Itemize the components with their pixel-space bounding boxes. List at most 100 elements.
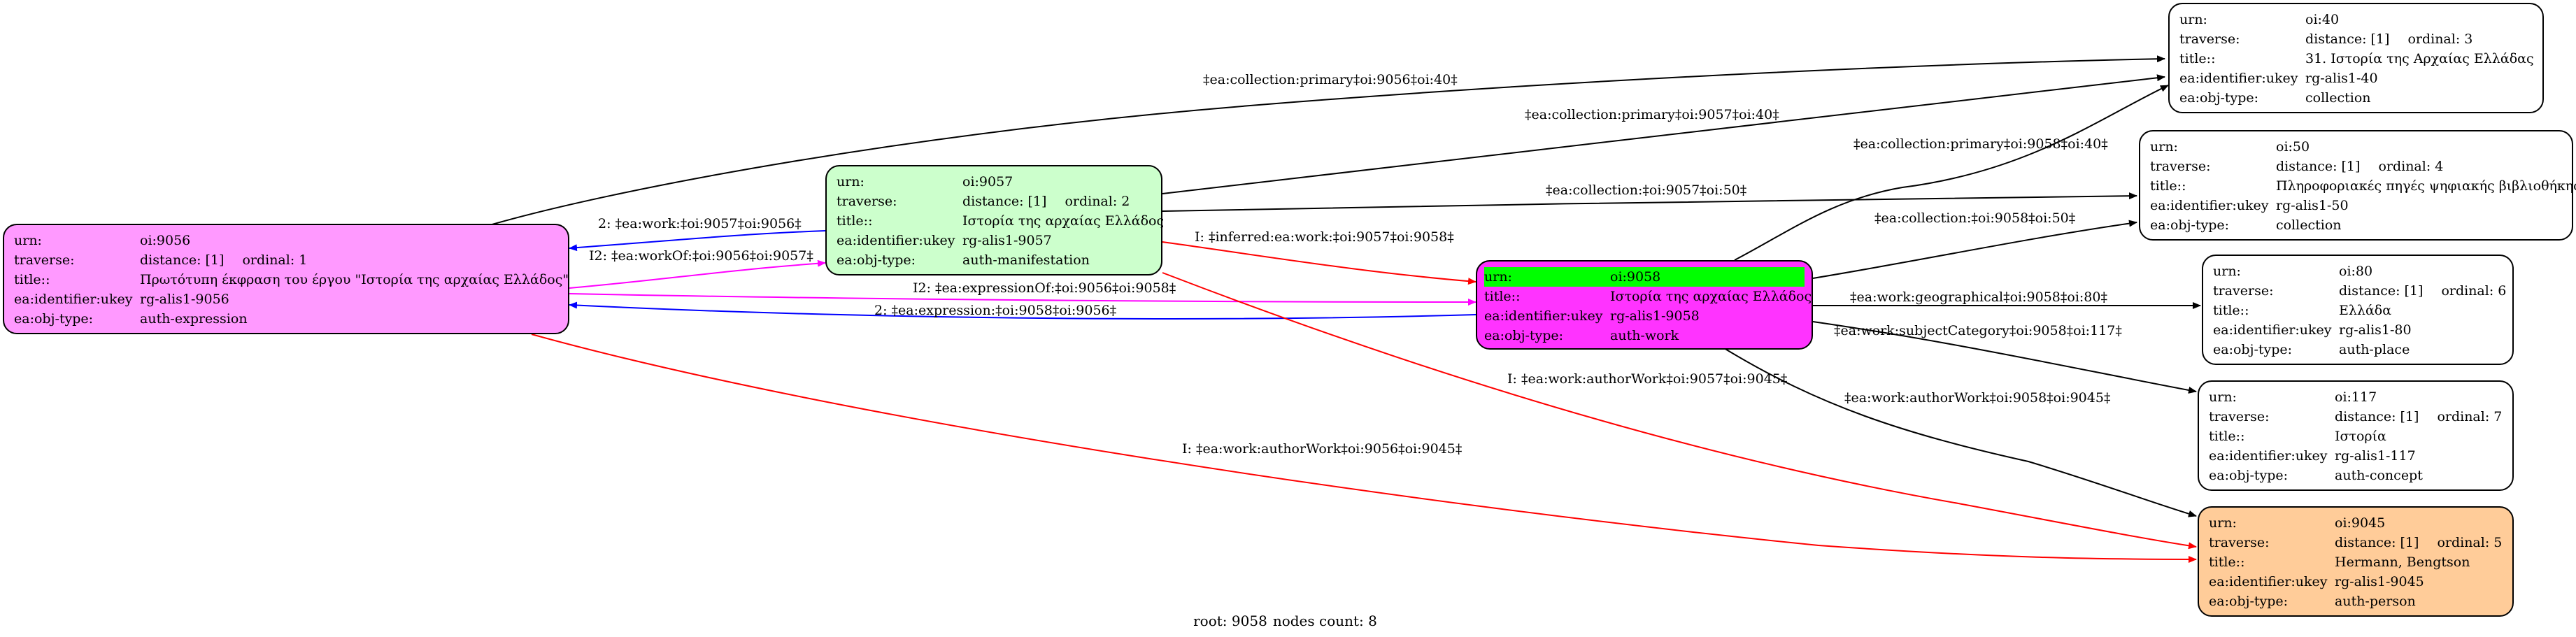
field-key: ea:obj-type: xyxy=(2213,342,2293,357)
node-urn: oi:9058 xyxy=(1610,269,1661,285)
node-ordinal: ordinal: 4 xyxy=(2378,159,2444,174)
edge-label: I: ‡inferred:ea:work:‡oi:9057‡oi:9058‡ xyxy=(1195,229,1454,245)
node-urn: oi:9057 xyxy=(962,174,1013,189)
node-oi-50[interactable]: urn:oi:50 traverse:distance: [1]ordinal:… xyxy=(2139,130,2576,241)
edge-label: I: ‡ea:work:authorWork‡oi:9056‡oi:9045‡ xyxy=(1182,441,1462,457)
node-oi-9045[interactable]: urn:oi:9045 traverse:distance: [1]ordina… xyxy=(2198,506,2514,617)
node-oi-9058[interactable]: urn: oi:9058 title::Ιστορία της αρχαίας Ε… xyxy=(1476,260,1813,350)
field-key: traverse: xyxy=(2213,283,2274,299)
node-urn: oi:80 xyxy=(2339,264,2373,279)
edge-label: I: ‡ea:work:authorWork‡oi:9057‡oi:9045‡ xyxy=(1507,371,1787,387)
node-count-label: nodes count: 8 xyxy=(1272,613,1377,629)
node-ordinal: ordinal: 3 xyxy=(2407,31,2473,47)
node-objtype: auth-manifestation xyxy=(962,252,1090,268)
field-key: title:: xyxy=(2179,51,2216,66)
edge-line xyxy=(1812,220,2137,279)
node-urn: oi:40 xyxy=(2305,12,2340,27)
node-urn: oi:117 xyxy=(2335,389,2377,405)
edge-label: I2: ‡ea:workOf:‡oi:9056‡oi:9057‡ xyxy=(589,248,813,264)
field-key: traverse: xyxy=(2179,31,2240,47)
node-identifier: rg-alis1-50 xyxy=(2276,198,2349,213)
node-oi-80[interactable]: urn:oi:80 traverse:distance: [1]ordinal:… xyxy=(2202,255,2514,365)
field-key: urn: xyxy=(2150,139,2178,155)
node-title: Ιστορία της αρχαίας Ελλάδος xyxy=(1610,289,1812,304)
field-key: ea:identifier:ukey xyxy=(2179,71,2298,86)
node-title: Πρωτότυπη έκφραση του έργου "Ιστορία της… xyxy=(140,272,569,287)
node-urn: oi:50 xyxy=(2276,139,2310,155)
edge-label: ‡ea:collection:primary‡oi:9058‡oi:40‡ xyxy=(1853,136,2108,152)
node-distance: distance: [1] xyxy=(140,252,225,268)
edge-label: ‡ea:work:subjectCategory‡oi:9058‡oi:117‡ xyxy=(1834,323,2122,338)
field-key: title:: xyxy=(2150,178,2186,194)
edge-line xyxy=(1162,74,2165,194)
field-key: urn: xyxy=(14,233,42,248)
edge-label: ‡ea:collection:primary‡oi:9057‡oi:40‡ xyxy=(1525,107,1779,122)
edge-label: I2: ‡ea:expressionOf:‡oi:9056‡oi:9058‡ xyxy=(913,280,1176,296)
edge-line xyxy=(569,230,826,252)
node-oi-40[interactable]: urn:oi:40 traverse:distance: [1]ordinal:… xyxy=(2168,3,2544,113)
node-identifier: rg-alis1-9058 xyxy=(1610,308,1700,324)
node-ordinal: ordinal: 7 xyxy=(2437,409,2503,424)
node-objtype: collection xyxy=(2276,217,2342,233)
field-key: ea:identifier:ukey xyxy=(2209,574,2328,589)
field-key: traverse: xyxy=(837,194,897,209)
node-ordinal: ordinal: 6 xyxy=(2441,283,2507,299)
edge-label: ‡ea:collection:‡oi:9058‡oi:50‡ xyxy=(1874,210,2075,226)
node-ordinal: ordinal: 1 xyxy=(242,252,308,268)
field-key: ea:obj-type: xyxy=(2209,594,2289,609)
node-oi-9056[interactable]: urn:oi:9056 traverse:distance: [1]ordina… xyxy=(3,224,569,334)
node-distance: distance: [1] xyxy=(962,194,1047,209)
node-urn: oi:9056 xyxy=(140,233,191,248)
edge-label: 2: ‡ea:expression:‡oi:9058‡oi:9056‡ xyxy=(874,303,1116,318)
field-key: traverse: xyxy=(2150,159,2211,174)
field-key: ea:obj-type: xyxy=(2209,468,2289,483)
edge-line xyxy=(489,55,2165,226)
edge-line xyxy=(569,293,1476,306)
node-title: 31. Ιστορία της Αρχαίας Ελλάδας xyxy=(2305,51,2534,66)
node-title: Ιστορία xyxy=(2335,429,2386,444)
edge-line xyxy=(569,301,1476,320)
field-key: ea:identifier:ukey xyxy=(2209,448,2328,464)
field-key: ea:identifier:ukey xyxy=(2213,322,2332,338)
node-title: Πληροφοριακές πηγές ψηφιακής βιβλιοθήκης xyxy=(2276,178,2576,194)
field-key: traverse: xyxy=(2209,409,2270,424)
node-distance: distance: [1] xyxy=(2339,283,2424,299)
node-distance: distance: [1] xyxy=(2335,409,2419,424)
node-title: Ιστορία της αρχαίας Ελλάδος xyxy=(962,213,1165,229)
node-title: Hermann, Bengtson xyxy=(2335,554,2470,570)
edge-line xyxy=(1812,321,2197,394)
node-identifier: rg-alis1-80 xyxy=(2339,322,2412,338)
node-oi-9057[interactable]: urn: oi:9057 traverse: distance: [1] ordina… xyxy=(825,165,1165,275)
node-identifier: rg-alis1-40 xyxy=(2305,71,2378,86)
edge-line xyxy=(1162,272,2197,550)
node-ordinal: ordinal: 2 xyxy=(1065,194,1130,209)
field-key: title:: xyxy=(2209,429,2245,444)
node-objtype: auth-place xyxy=(2339,342,2410,357)
edge-line xyxy=(569,259,826,289)
edge-label: 2: ‡ea:work:‡oi:9057‡oi:9056‡ xyxy=(598,216,802,231)
node-objtype: auth-work xyxy=(1610,328,1679,343)
field-key: urn: xyxy=(2209,389,2237,405)
node-identifier: rg-alis1-9057 xyxy=(962,233,1052,248)
edge-line xyxy=(531,334,2197,563)
field-key: ea:identifier:ukey xyxy=(14,292,133,307)
field-key: ea:obj-type: xyxy=(1484,328,1564,343)
field-key: traverse: xyxy=(2209,535,2270,550)
field-key: ea:identifier:ukey xyxy=(837,233,955,248)
field-key: title:: xyxy=(837,213,873,229)
field-key: ea:obj-type: xyxy=(837,252,916,268)
node-ordinal: ordinal: 5 xyxy=(2437,535,2503,550)
node-title: Ελλάδα xyxy=(2339,303,2392,318)
node-oi-117[interactable]: urn: oi:117 traverse: distance: [1] ordinal… xyxy=(2198,380,2514,491)
node-distance: distance: [1] xyxy=(2305,31,2390,47)
field-key: urn: xyxy=(1484,269,1512,285)
root-label: root: 9058 xyxy=(1193,613,1267,629)
node-distance: distance: [1] xyxy=(2335,535,2419,550)
field-key: title:: xyxy=(1484,289,1521,304)
field-key: ea:identifier:ukey xyxy=(1484,308,1603,324)
node-objtype: collection xyxy=(2305,90,2371,106)
node-identifier: rg-alis1-9056 xyxy=(140,292,229,307)
edge-label: ‡ea:work:geographical‡oi:9058‡oi:80‡ xyxy=(1850,289,2107,305)
field-key: ea:obj-type: xyxy=(14,311,94,327)
field-key: urn: xyxy=(837,174,864,189)
